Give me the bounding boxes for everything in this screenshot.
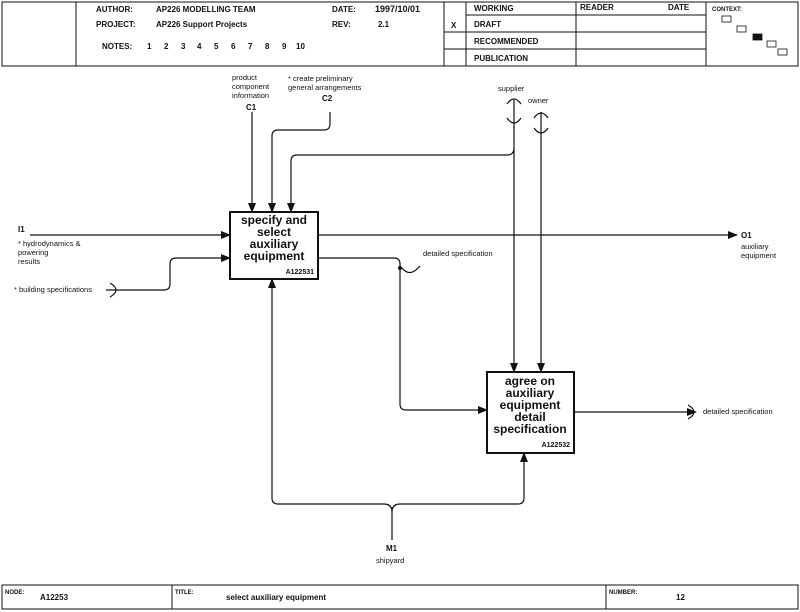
project-value: AP226 Support Projects <box>156 20 248 29</box>
tunnel-mark <box>533 112 549 119</box>
note-number: 9 <box>282 42 287 51</box>
author-value: AP226 MODELLING TEAM <box>156 5 256 14</box>
note-number: 2 <box>164 42 169 51</box>
tunnel-mark <box>109 282 117 298</box>
author-label: AUTHOR: <box>96 5 133 14</box>
detailed-spec-mid-label: detailed specification <box>423 249 493 258</box>
tunnel-mark <box>506 117 522 124</box>
note-number: 5 <box>214 42 219 51</box>
activity-title-line: auxiliary <box>250 237 299 251</box>
c2-label-line: general arrangements <box>288 83 362 92</box>
arrow-mechanism-m1: M1 shipyard <box>268 278 528 565</box>
status-working: WORKING <box>474 4 514 13</box>
status-recommended: RECOMMENDED <box>474 37 539 46</box>
title-label: TITLE: <box>175 590 194 596</box>
activity-title-line: equipment <box>500 398 561 412</box>
footer-frame <box>1 584 799 610</box>
status-draft: DRAFT <box>474 20 501 29</box>
squiggle-connector <box>401 265 421 274</box>
notes-label: NOTES: <box>102 42 132 51</box>
project-label: PROJECT: <box>96 20 136 29</box>
note-number: 7 <box>248 42 253 51</box>
number-label: NUMBER: <box>609 590 637 596</box>
note-number: 6 <box>231 42 236 51</box>
rev-value: 2.1 <box>378 20 390 29</box>
activity-title-line: auxiliary <box>506 386 555 400</box>
arrow-control-c2: * create preliminary general arrangement… <box>268 74 362 213</box>
header-frame <box>1 1 799 67</box>
node-value: A12253 <box>40 593 69 602</box>
tunnel-mark <box>687 404 695 420</box>
rev-label: REV: <box>332 20 351 29</box>
activity-node-number: A122532 <box>542 442 571 449</box>
reader-date-label: DATE <box>668 3 690 12</box>
activity-box-a122532[interactable]: agree on auxiliary equipment detail spec… <box>486 371 575 454</box>
o1-code: O1 <box>741 231 752 240</box>
context-label: CONTEXT: <box>712 7 742 13</box>
supplier-label: supplier <box>498 84 525 93</box>
owner-label: owner <box>528 96 549 105</box>
o1-label-line: equipment <box>741 251 777 260</box>
activity-title-line: agree on <box>505 374 555 388</box>
arrow-input-i1: I1 * hydrodynamics & powering results <box>18 225 231 266</box>
i1-label-line: results <box>18 257 40 266</box>
arrow-control-c1: product component information C1 <box>232 73 270 213</box>
activity-title-line: detail <box>514 410 545 424</box>
arrow-control-supplier: supplier <box>287 84 525 373</box>
m1-code: M1 <box>386 544 398 553</box>
arrow-control-owner: owner <box>528 96 549 373</box>
c2-code: C2 <box>322 94 333 103</box>
c1-label-line: component <box>232 82 270 91</box>
c1-label-line: product <box>232 73 258 82</box>
activity-title-line: specify and <box>241 213 307 227</box>
note-number: 3 <box>181 42 186 51</box>
i1-code: I1 <box>18 225 25 234</box>
m1-label: shipyard <box>376 556 404 565</box>
c1-code: C1 <box>246 103 257 112</box>
building-spec-label: * building specifications <box>14 285 92 294</box>
activity-title-line: specification <box>493 422 566 436</box>
header-block: AUTHOR: AP226 MODELLING TEAM PROJECT: AP… <box>1 1 799 67</box>
date-label: DATE: <box>332 5 356 14</box>
context-thumbnail <box>721 15 788 56</box>
activity-title-line: equipment <box>244 249 305 263</box>
tunnel-mark <box>533 127 549 134</box>
note-number: 8 <box>265 42 270 51</box>
arrow-output-o1: O1 auxiliary equipment <box>318 231 777 260</box>
activity-title-line: select <box>257 225 291 239</box>
status-publication: PUBLICATION <box>474 54 528 63</box>
title-value: select auxiliary equipment <box>226 593 326 602</box>
date-value: 1997/10/01 <box>375 4 420 14</box>
footer-block: NODE: A12253 TITLE: select auxiliary equ… <box>1 584 799 610</box>
o1-label-line: auxiliary <box>741 242 769 251</box>
detailed-spec-out-label: detailed specification <box>703 407 773 416</box>
arrow-detailed-specification-internal: detailed specification <box>318 249 493 414</box>
squiggle-dot <box>398 266 402 270</box>
note-number: 1 <box>147 42 152 51</box>
c2-label-line: * create preliminary <box>288 74 353 83</box>
c1-label-line: information <box>232 91 269 100</box>
note-number: 4 <box>197 42 202 51</box>
i1-label-line: * hydrodynamics & <box>18 239 81 248</box>
number-value: 12 <box>676 593 685 602</box>
reader-label: READER <box>580 3 614 12</box>
i1-label-line: powering <box>18 248 48 257</box>
arrow-input-building-specifications: * building specifications <box>14 254 231 298</box>
notes-list: 1 2 3 4 5 6 7 8 9 10 <box>147 42 305 51</box>
note-number: 10 <box>296 42 305 51</box>
node-label: NODE: <box>5 590 24 596</box>
activity-node-number: A122531 <box>286 269 315 276</box>
activity-box-frame <box>486 371 575 454</box>
status-mark: X <box>451 21 457 30</box>
activity-box-a122531[interactable]: specify and select auxiliary equipment A… <box>229 211 319 280</box>
tunnel-mark <box>506 98 522 105</box>
arrow-output-detailed-specification: detailed specification <box>574 404 773 420</box>
